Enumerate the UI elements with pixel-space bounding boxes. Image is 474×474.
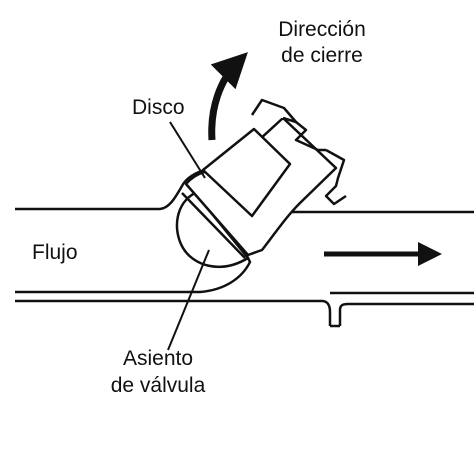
valve-seat-label-line2: de válvula <box>110 374 206 397</box>
closing-direction-label-line1: Dirección <box>278 18 366 41</box>
closing-direction-arrow-icon <box>208 52 248 141</box>
disk-leader-line <box>169 121 206 179</box>
valve-disk <box>181 98 347 259</box>
seat-leader-line <box>167 249 210 351</box>
pipe-bottom-wall <box>15 261 474 328</box>
flow-label: Flujo <box>32 241 78 264</box>
flow-arrow-head <box>418 242 442 266</box>
closing-direction-label-line2: de cierre <box>281 44 363 67</box>
disk-label: Disco <box>132 96 185 119</box>
valve-seat-label-line1: Asiento <box>122 347 194 370</box>
